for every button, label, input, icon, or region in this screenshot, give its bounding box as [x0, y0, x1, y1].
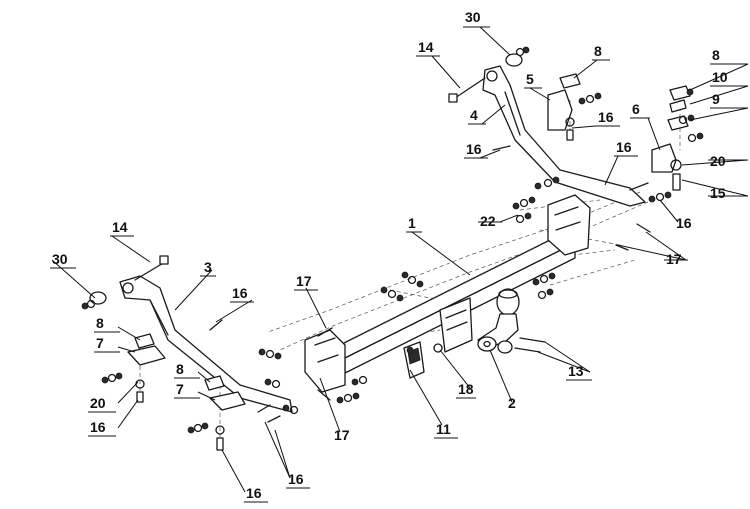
callout-20-right: 20 [710, 153, 726, 169]
callout-20-left: 20 [90, 395, 106, 411]
callout-7-left-a: 7 [96, 335, 104, 351]
callout-9: 9 [712, 91, 720, 107]
callout-10: 10 [712, 69, 728, 85]
callout-labels: 30 14 8 5 4 16 16 8 10 9 6 16 20 15 16 1… [50, 9, 748, 503]
clip-nut-part-8 [134, 73, 691, 391]
callout-8-left-b: 8 [176, 361, 184, 377]
callout-17-b: 17 [296, 273, 312, 289]
bracket-part-5 [547, 89, 573, 131]
callout-2: 2 [508, 395, 516, 411]
rubber-bumper-part-30 [89, 53, 523, 305]
callout-18: 18 [458, 381, 474, 397]
callout-16-b: 16 [466, 141, 482, 157]
fastener-clusters [81, 46, 704, 451]
callout-16-f: 16 [90, 419, 106, 435]
callout-16-a: 16 [598, 109, 614, 125]
callout-11: 11 [436, 421, 451, 437]
callout-17-c: 17 [334, 427, 350, 443]
callout-16-c: 16 [616, 139, 632, 155]
callout-16-h: 16 [246, 485, 262, 501]
crossbar-part-1 [304, 194, 591, 393]
callout-8-left-a: 8 [96, 315, 104, 331]
callout-3: 3 [204, 259, 212, 275]
callout-6: 6 [632, 101, 640, 117]
callout-14-top: 14 [418, 39, 434, 55]
plates-part-9-10 [667, 99, 689, 131]
callout-4: 4 [470, 107, 478, 123]
bracket-part-7 [127, 345, 246, 411]
callout-14-left: 14 [112, 219, 128, 235]
callout-5: 5 [526, 71, 534, 87]
callout-16-e: 16 [232, 285, 248, 301]
callout-16-d: 16 [676, 215, 692, 231]
socket-plate-part-11 [403, 341, 425, 379]
callout-7-left-b: 7 [176, 381, 184, 397]
callout-8-top: 8 [594, 43, 602, 59]
callout-1: 1 [408, 215, 416, 231]
callout-13: 13 [568, 363, 584, 379]
callout-16-g: 16 [288, 471, 304, 487]
long-bolt-part-14 [134, 77, 486, 281]
callout-15: 15 [710, 185, 726, 201]
left-side-arm-part-3 [119, 275, 293, 413]
towball-part-2 [477, 288, 520, 354]
callout-30-top: 30 [465, 9, 481, 25]
right-side-arm-part-4 [482, 65, 646, 207]
callout-8-right: 8 [712, 47, 720, 63]
callout-30-left: 30 [52, 251, 68, 267]
callout-17-a: 17 [666, 251, 682, 267]
bracket-part-6 [651, 143, 677, 173]
leader-lines [51, 26, 749, 493]
callout-22: 22 [480, 213, 496, 229]
assembly-guide-lines [139, 100, 681, 445]
